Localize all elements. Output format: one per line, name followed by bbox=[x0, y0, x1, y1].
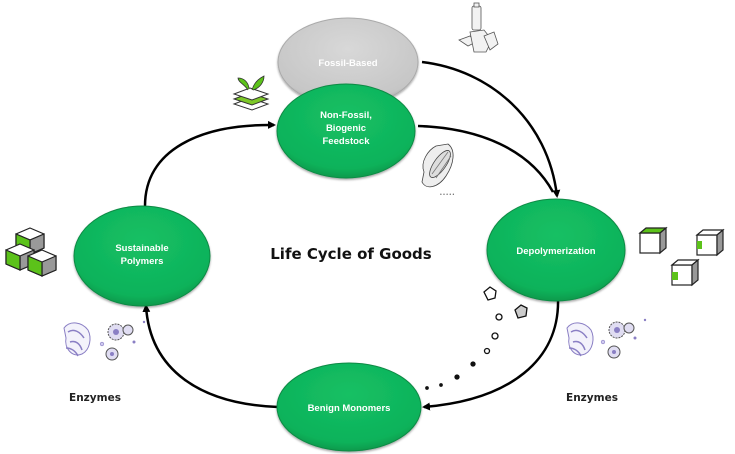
plastic-bottles-icon bbox=[458, 2, 499, 53]
breakdown-trail-icon bbox=[425, 286, 528, 390]
arrow-nonfossil-to-depolymerization bbox=[417, 124, 555, 193]
node-depolymerization: Depolymerization bbox=[486, 198, 626, 302]
node-nonfossil-line2: Biogenic bbox=[326, 123, 366, 134]
node-nonfossil-line3: Feedstock bbox=[323, 136, 371, 147]
arrow-monomers-to-polymers bbox=[142, 304, 279, 409]
node-benign-monomers: Benign Monomers bbox=[276, 362, 422, 452]
node-sustainable-polymers-line2: Polymers bbox=[121, 256, 164, 267]
node-benign-monomers-label: Benign Monomers bbox=[308, 403, 391, 414]
diagram-title: Life Cycle of Goods bbox=[270, 245, 432, 263]
node-depolymerization-label: Depolymerization bbox=[516, 246, 595, 257]
node-sustainable-polymers: Sustainable Polymers bbox=[73, 205, 211, 307]
enzyme-right-icon bbox=[566, 318, 647, 359]
cube-cluster-icon bbox=[5, 227, 57, 277]
arrow-fossil-to-depolymerization bbox=[421, 60, 561, 198]
node-fossil-based-label: Fossil-Based bbox=[318, 58, 377, 69]
enzyme-left-icon bbox=[63, 320, 146, 361]
node-sustainable-polymers-line1: Sustainable bbox=[115, 243, 168, 254]
arrow-polymers-to-nonfossil bbox=[143, 120, 276, 207]
enzymes-label-left: Enzymes bbox=[69, 392, 121, 404]
arrow-depolymerization-to-monomers bbox=[422, 297, 560, 411]
corn-icon: • • • • • bbox=[421, 143, 455, 198]
scattered-cubes-icon bbox=[638, 226, 725, 287]
seedling-stack-icon bbox=[232, 75, 270, 111]
svg-text:• • • • •: • • • • • bbox=[440, 192, 455, 198]
node-nonfossil-line1: Non-Fossil, bbox=[320, 110, 372, 121]
node-nonfossil-feedstock: Non-Fossil, Biogenic Feedstock bbox=[276, 83, 416, 179]
arrows bbox=[142, 60, 561, 411]
enzymes-label-right: Enzymes bbox=[566, 392, 618, 404]
